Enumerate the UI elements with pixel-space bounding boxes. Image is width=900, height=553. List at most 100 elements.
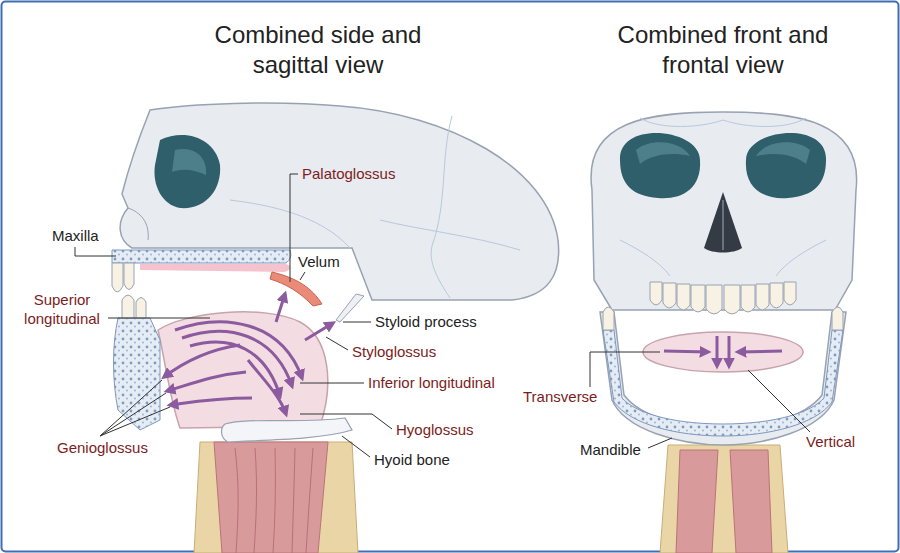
tooth [724, 285, 740, 314]
genioglossus-arrow [170, 398, 252, 405]
superior-longitudinal-arrow [182, 331, 292, 386]
leader-line [290, 174, 298, 282]
genioglossus-arrow [167, 372, 246, 391]
maxilla [112, 250, 291, 263]
transverse-arrow [738, 351, 782, 352]
leader-line [108, 318, 210, 319]
tooth [691, 285, 705, 312]
striation-line [292, 448, 295, 553]
superior-longitudinal-arrow [175, 322, 302, 378]
palatoglossus-arrow [276, 294, 285, 322]
striation-line [306, 448, 313, 553]
neck-muscle [214, 442, 328, 553]
styloglossus-arrow [305, 323, 333, 340]
vertical-arrow [728, 336, 731, 366]
tooth [124, 263, 134, 290]
mandible [600, 312, 846, 445]
leader-line [300, 383, 364, 384]
bone-label: Maxilla [52, 227, 99, 246]
leader-line [75, 247, 116, 256]
skull-suture [431, 116, 452, 298]
skull-suture [380, 220, 520, 250]
tongue-side [158, 312, 328, 428]
leader-line [100, 407, 170, 436]
mandible-section [114, 318, 161, 430]
tooth [770, 283, 783, 308]
muscle-label: Transverse [523, 388, 597, 407]
tooth [122, 295, 134, 318]
leader-lines [75, 174, 392, 457]
tooth [663, 283, 676, 308]
skull-side [120, 103, 559, 300]
leader-line [342, 436, 370, 457]
tooth [832, 307, 843, 330]
striation-line [254, 448, 257, 553]
tooth [112, 263, 123, 292]
leader-line [100, 393, 166, 436]
leader-line [648, 438, 672, 448]
structure-label: Velum [298, 253, 340, 272]
striation-line [235, 448, 238, 553]
muscle-label: Inferior longitudinal [368, 374, 495, 393]
tongue-front [643, 332, 803, 372]
leader-lines [590, 352, 810, 448]
hyoglossus-arrow [248, 360, 286, 414]
leader-line [343, 322, 371, 323]
transverse-arrow [664, 351, 708, 352]
styloid-process [336, 294, 364, 322]
muscle-label: Styloglossus [352, 343, 436, 362]
muscle-arrows [164, 294, 333, 414]
bone-label: Mandible [580, 441, 641, 460]
skull-suture [620, 240, 670, 276]
muscle-striation [235, 448, 313, 553]
leader-line [590, 352, 660, 387]
muscle-label: Superior longitudinal [12, 291, 112, 329]
tooth [756, 284, 769, 310]
palate [140, 264, 290, 272]
leader-line [300, 272, 305, 280]
bone-label: Hyoid bone [374, 451, 450, 470]
neck-cartilage [194, 442, 358, 553]
upper-teeth [650, 282, 796, 314]
nasal-edge [128, 208, 148, 240]
orbit-shade [636, 142, 690, 164]
skull-suture [776, 240, 826, 276]
muscle-label: Hyoglossus [396, 421, 474, 440]
vertical-arrow [716, 336, 719, 366]
leader-line [326, 337, 348, 350]
orbit [154, 135, 220, 208]
striation-line [273, 448, 275, 553]
muscle-arrows [664, 336, 782, 366]
neck-cartilage [660, 445, 788, 553]
mandible-section [603, 330, 843, 436]
inferior-longitudinal-arrow [190, 342, 280, 396]
leader-line [748, 370, 810, 432]
tooth [136, 298, 146, 319]
nasal-septum [722, 200, 724, 250]
orbit [620, 133, 700, 198]
hyoid-bone [222, 418, 352, 442]
orbit-shade [756, 142, 810, 164]
tooth [706, 285, 722, 314]
velum [270, 272, 322, 306]
leader-line [100, 380, 162, 436]
tooth [677, 284, 690, 310]
tooth [603, 307, 614, 330]
tooth [741, 285, 755, 312]
orbit-shade [172, 149, 206, 175]
muscle-label: Vertical [806, 433, 855, 452]
view-heading: Combined front and frontal view [588, 20, 858, 80]
tooth [784, 282, 796, 305]
genioglossus-arrow [164, 345, 240, 377]
skull-suture [640, 118, 806, 127]
leader-line [300, 414, 392, 429]
tooth [650, 282, 662, 305]
nasal-cavity [704, 192, 742, 253]
skull-front [591, 112, 857, 310]
bone-label: Styloid process [375, 313, 477, 332]
neck-muscle [676, 450, 718, 553]
muscle-label: Palatoglossus [302, 165, 395, 184]
muscle-label: Genioglossus [57, 439, 148, 458]
